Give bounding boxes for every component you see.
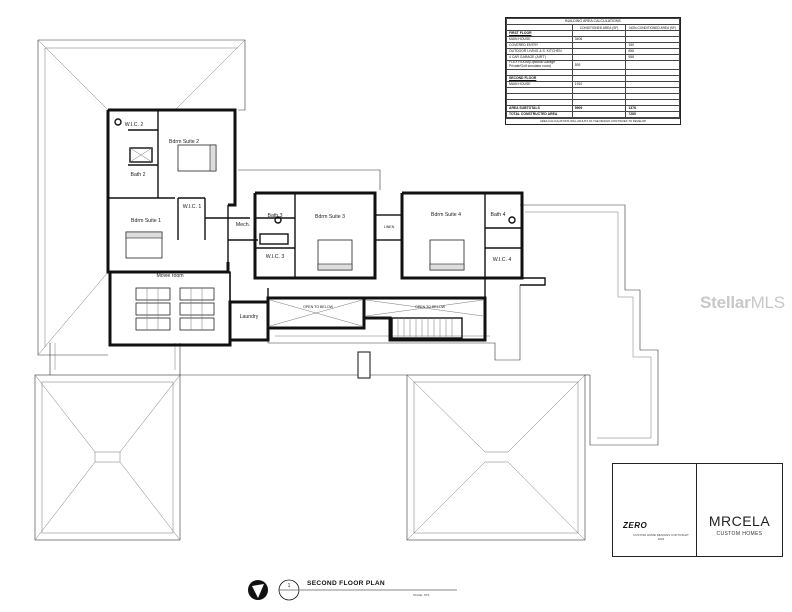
label-open-to-below-2: OPEN TO BELOW [415,305,446,309]
shower-bath2 [129,147,153,163]
label-bath4: Bath 4 [491,212,506,218]
roof-lines [34,39,659,541]
toilet-wic2 [114,118,122,126]
label-wic4: W.I.C. 4 [493,257,512,263]
bathtub-bath3 [259,233,289,245]
watermark-bold: Stellar [700,293,751,312]
label-movie-room: Movie room [156,273,183,279]
watermark-light: MLS [750,293,786,312]
mrcela-logo-word: MRCELA [708,513,771,529]
furniture [114,118,516,331]
toilet-bath3 [274,216,282,224]
title-block: SECOND FLOOR PLAN SCALE: NTS [247,576,467,606]
walls [106,108,546,379]
zero-logo: ZERO CUSTOM HOME DESIGNS COPYRIGHT 2024 [612,463,698,557]
toilet-bath4 [508,216,516,224]
watermark: StellarMLS [700,293,785,313]
label-bdrm-suite1: Bdrm Suite 1 [131,218,161,224]
calc-row: FLEX ROOM(Optional Garage Private/Golf s… [506,60,680,70]
label-laundry: Laundry [240,314,259,320]
area-calculations-table: BUILDING AREA CALCULATIONS CONDITIONED A… [505,17,681,125]
label-wic2: W.I.C. 2 [125,122,144,128]
plan-number-bubble: 1 [278,579,300,601]
zero-logo-word: ZERO [623,521,648,530]
label-wic1: W.I.C. 1 [183,204,202,210]
plan-scale: SCALE: NTS [413,593,430,597]
stair [391,317,463,339]
mrcela-logo-subtitle: CUSTOM HOMES [716,531,763,537]
calc-note: AREA CALCULATIONS WILL ADJUST AS THE DES… [506,118,680,124]
label-bdrm-suite4: Bdrm Suite 4 [431,212,461,218]
bed-suite2 [177,144,217,172]
label-open-to-below-1: OPEN TO BELOW [303,305,334,309]
room-labels: W.I.C. 2 Bdrm Suite 2 Bath 2 Bdrm Suite … [125,122,512,320]
mrcela-logo: MRCELA CUSTOM HOMES [696,463,783,557]
label-bdrm-suite2: Bdrm Suite 2 [169,139,199,145]
movie-seating [135,287,215,331]
label-wic3: W.I.C. 3 [266,254,285,260]
plan-title: SECOND FLOOR PLAN [307,580,385,587]
label-bdrm-suite3: Bdrm Suite 3 [315,214,345,220]
zero-logo-subtitle: CUSTOM HOME DESIGNS COPYRIGHT 2024 [633,533,689,541]
label-bath2: Bath 2 [131,172,146,178]
label-linen: LINEN [384,225,395,229]
label-mech: Mech. [236,222,250,228]
label-bath3: Bath 3 [268,213,283,219]
north-arrow-icon [248,580,268,600]
plan-number: 1 [288,583,291,589]
